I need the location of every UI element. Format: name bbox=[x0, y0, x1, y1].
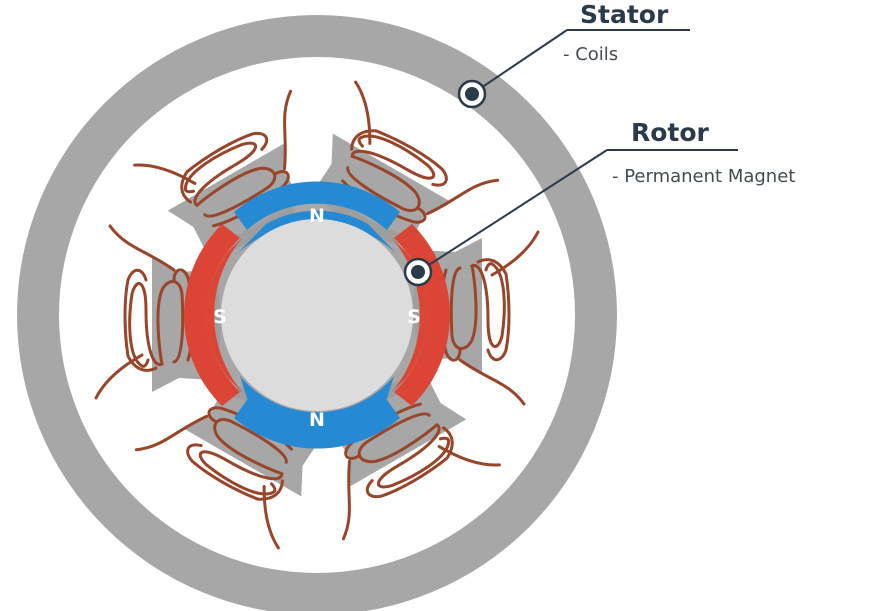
stator-subtitle: - Coils bbox=[563, 44, 619, 65]
rotor-leader bbox=[403, 149, 738, 287]
pole-label-north-top: N bbox=[309, 205, 325, 227]
pole-label-south-left: S bbox=[213, 306, 227, 328]
north-magnet-top bbox=[237, 210, 397, 254]
pole-label-south-right: S bbox=[407, 306, 421, 328]
pole-label-north-bottom: N bbox=[309, 409, 325, 431]
stator-leader bbox=[457, 29, 690, 109]
rotor-title: Rotor bbox=[631, 118, 709, 147]
rotor-subtitle: - Permanent Magnet bbox=[612, 166, 796, 187]
rotor-core bbox=[221, 219, 413, 411]
south-magnet-left bbox=[206, 237, 243, 393]
stator-title: Stator bbox=[580, 0, 669, 29]
